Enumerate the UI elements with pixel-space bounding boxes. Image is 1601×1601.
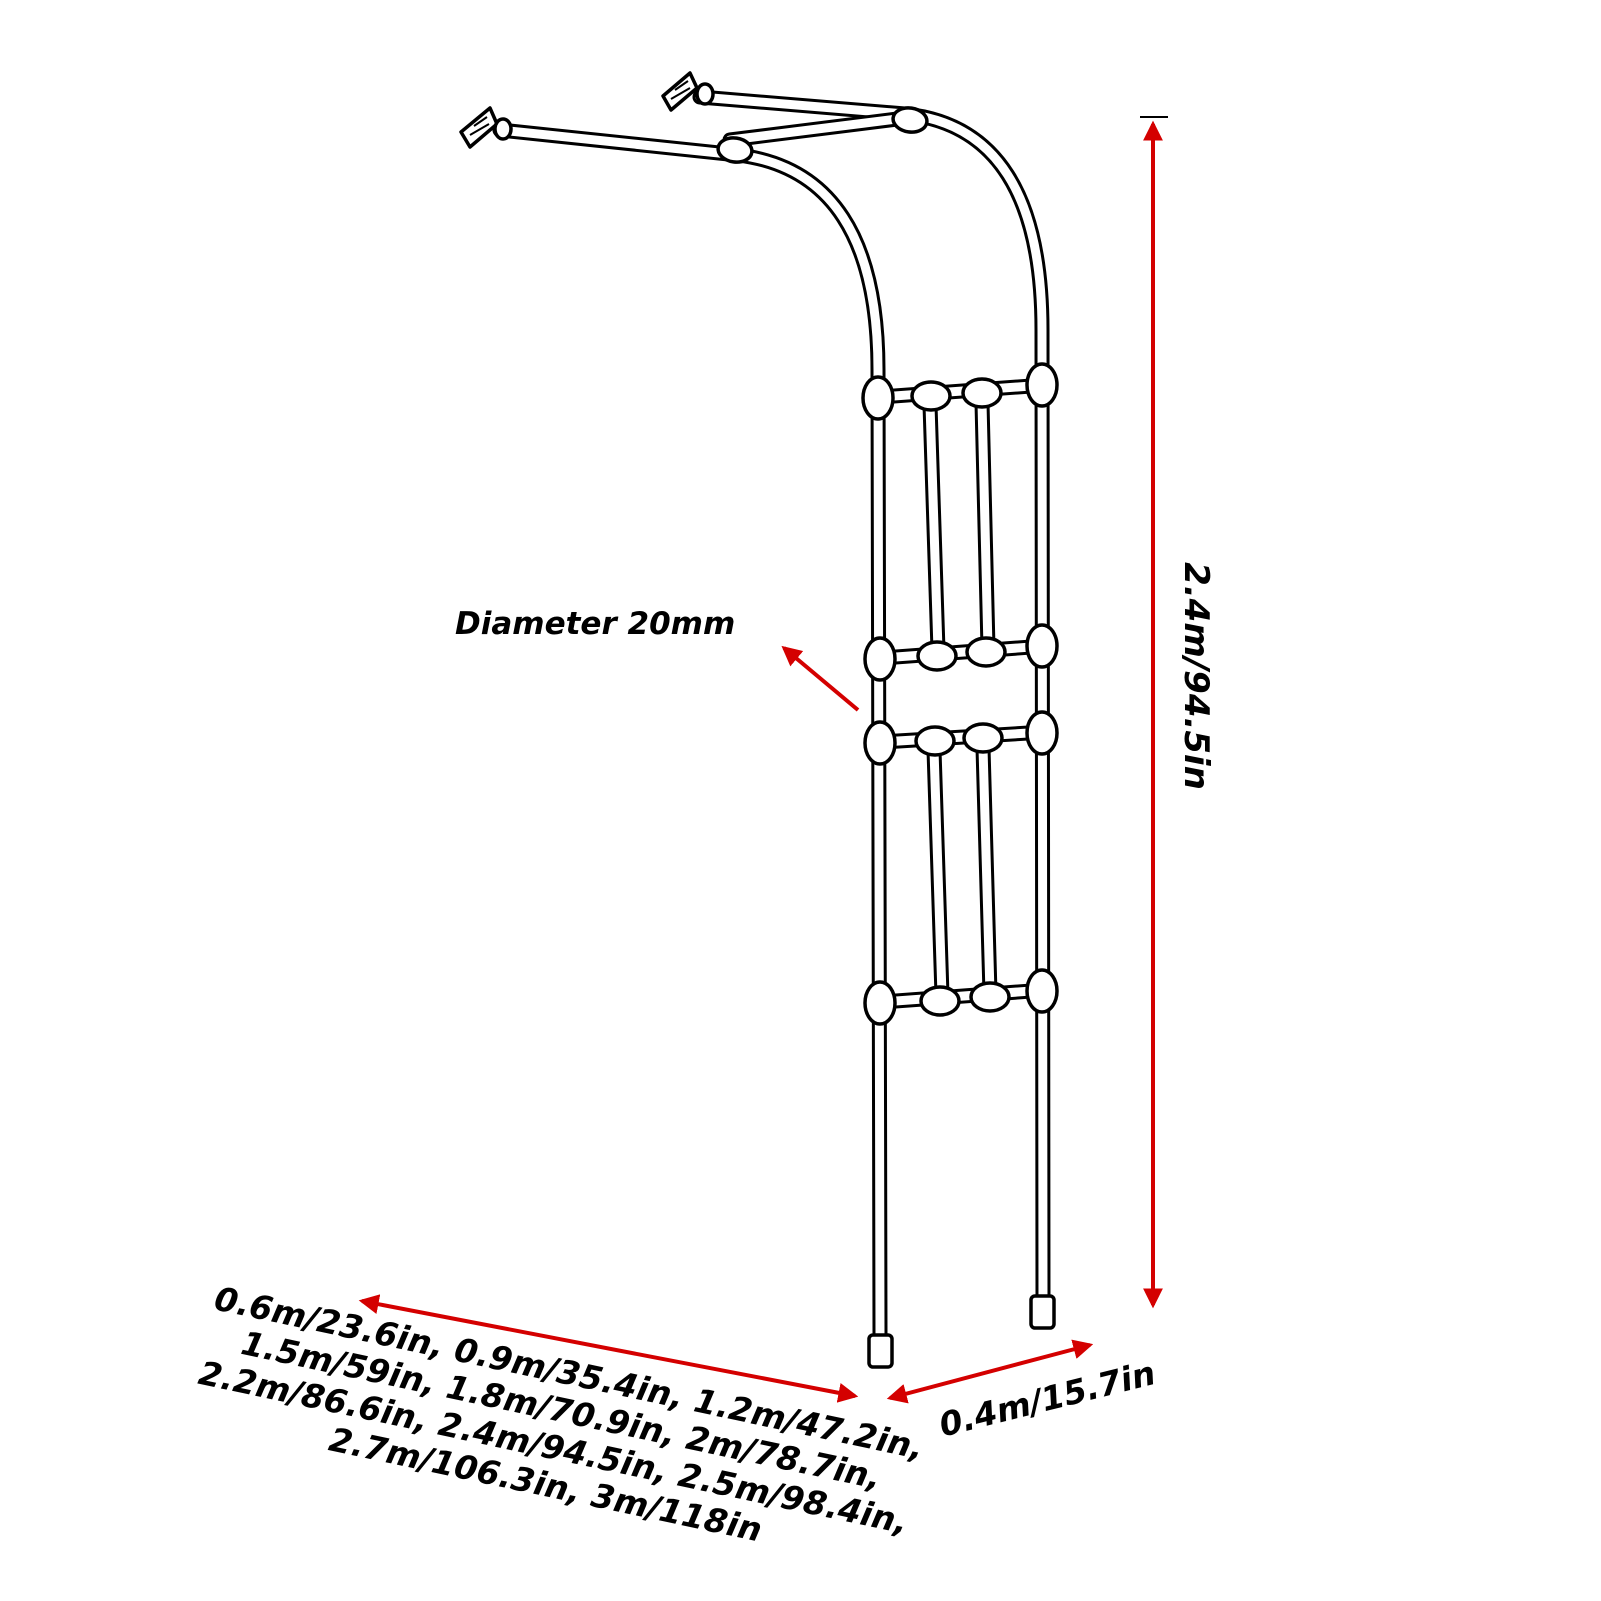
cross-rungs: [872, 377, 1053, 1010]
dimension-arrows: [358, 116, 1168, 1404]
foot-cap: [867, 1333, 894, 1369]
width-label: 0.6m/23.6in, 0.9m/35.4in, 1.2m/47.2in, 1…: [195, 1279, 927, 1550]
depth-arrow: [886, 1339, 1094, 1404]
depth-label: 0.4m/15.7in: [935, 1353, 1159, 1444]
suction-cup: [459, 106, 513, 149]
height-label: 2.4m/94.5in: [1176, 562, 1216, 790]
foot-cap: [1029, 1294, 1056, 1330]
inner-bars: [922, 395, 998, 1003]
top-connector: [716, 136, 754, 164]
top-brace: [722, 110, 913, 148]
width-arrow: [358, 1294, 859, 1403]
front-rail: [492, 122, 888, 1343]
rung-joints: [861, 362, 1059, 1026]
diameter-label: Diameter 20mm: [455, 606, 735, 642]
back-rail: [692, 89, 1051, 1313]
suction-cup: [661, 71, 715, 112]
diameter-pointer: [781, 645, 860, 712]
ladder-illustration: [459, 71, 1059, 1369]
top-connector: [891, 106, 929, 134]
